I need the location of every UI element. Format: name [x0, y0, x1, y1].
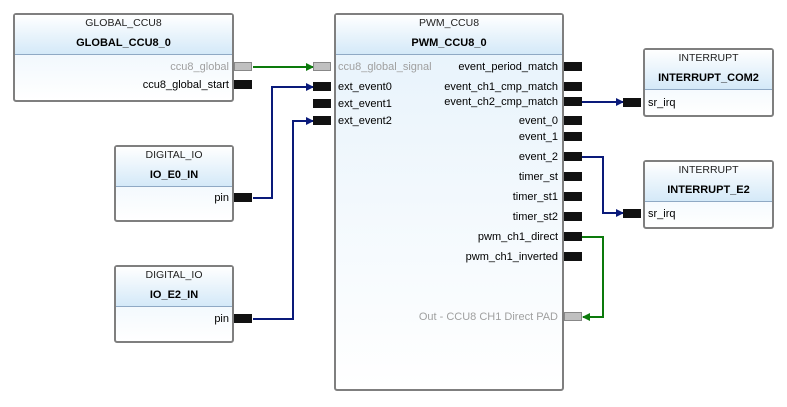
wire-io-e2-ext-event2	[253, 117, 314, 320]
port-label-ext-event2: ext_event2	[338, 115, 392, 127]
port-label-pwm-ch1-inverted: pwm_ch1_inverted	[465, 251, 558, 263]
port-label-event-ch1-cmp-match: event_ch1_cmp_match	[444, 81, 558, 93]
wire-pwm-ch1-direct-out-pad	[582, 236, 604, 321]
port-label-event-0: event_0	[518, 115, 558, 127]
port-label-sr-irq: sr_irq	[648, 97, 676, 109]
port-ccu8-global-signal[interactable]	[313, 62, 331, 71]
block-instance: PWM_CCU8_0	[411, 37, 487, 49]
port-label-timer-st1: timer_st1	[512, 191, 558, 203]
port-label-out-pad: Out - CCU8 CH1 Direct PAD	[418, 311, 558, 323]
port-ccu8-global[interactable]	[234, 62, 252, 71]
port-ext-event1[interactable]	[313, 99, 331, 108]
port-timer-st2[interactable]	[564, 212, 582, 221]
port-pwm-ch1-direct[interactable]	[564, 232, 582, 241]
block-type: INTERRUPT	[678, 164, 739, 176]
port-label-timer-st: timer_st	[518, 171, 558, 183]
block-type: INTERRUPT	[678, 52, 739, 64]
port-label-event-2: event_2	[518, 151, 558, 163]
block-header	[15, 15, 232, 55]
port-event-ch1-cmp-match[interactable]	[564, 82, 582, 91]
block-header	[336, 15, 562, 55]
block-header	[116, 267, 232, 307]
port-label-pin: pin	[214, 313, 229, 325]
port-label-pwm-ch1-direct: pwm_ch1_direct	[477, 231, 558, 243]
interrupt-e2-block[interactable]: INTERRUPT INTERRUPT_E2	[643, 160, 774, 229]
wire-event2-int-e2	[582, 156, 624, 217]
port-label-event-period-match: event_period_match	[458, 61, 558, 73]
port-label-pin: pin	[214, 192, 229, 204]
port-out-pad[interactable]	[564, 312, 582, 321]
wire-io-e0-ext-event0	[253, 83, 314, 199]
port-label-event-ch2-cmp-match: event_ch2_cmp_match	[444, 96, 558, 108]
port-event-2[interactable]	[564, 152, 582, 161]
port-ccu8-global-start[interactable]	[234, 80, 252, 89]
block-instance: GLOBAL_CCU8_0	[76, 37, 171, 49]
port-label-timer-st2: timer_st2	[512, 211, 558, 223]
port-label-sr-irq: sr_irq	[648, 208, 676, 220]
port-label-ccu8-global-signal: ccu8_global_signal	[338, 61, 432, 73]
port-pwm-ch1-inverted[interactable]	[564, 252, 582, 261]
port-ext-event0[interactable]	[313, 82, 331, 91]
block-instance: IO_E2_IN	[149, 289, 199, 301]
io-e2-in-block[interactable]: DIGITAL_IO IO_E2_IN	[114, 265, 234, 343]
global-ccu8-block[interactable]: GLOBAL_CCU8 GLOBAL_CCU8_0	[13, 13, 234, 102]
port-event-ch2-cmp-match[interactable]	[564, 97, 582, 106]
interrupt-com2-block[interactable]: INTERRUPT INTERRUPT_COM2	[643, 48, 774, 117]
port-label-ext-event1: ext_event1	[338, 98, 392, 110]
port-event-period-match[interactable]	[564, 62, 582, 71]
port-sr-irq[interactable]	[623, 209, 641, 218]
io-e0-in-block[interactable]: DIGITAL_IO IO_E0_IN	[114, 145, 234, 222]
block-instance: INTERRUPT_COM2	[658, 72, 759, 84]
port-ext-event2[interactable]	[313, 116, 331, 125]
block-header	[645, 50, 772, 90]
port-label-ccu8-global-start: ccu8_global_start	[142, 79, 229, 91]
port-timer-st1[interactable]	[564, 192, 582, 201]
port-pin[interactable]	[234, 193, 252, 202]
block-header	[116, 147, 232, 187]
port-timer-st[interactable]	[564, 172, 582, 181]
block-header	[645, 162, 772, 202]
block-instance: IO_E0_IN	[149, 169, 199, 181]
port-pin[interactable]	[234, 314, 252, 323]
block-type: GLOBAL_CCU8	[85, 17, 162, 29]
port-event-1[interactable]	[564, 132, 582, 141]
block-instance: INTERRUPT_E2	[667, 184, 750, 196]
port-label-ccu8-global: ccu8_global	[170, 61, 229, 73]
port-label-event-1: event_1	[518, 131, 558, 143]
port-sr-irq[interactable]	[623, 98, 641, 107]
port-event-0[interactable]	[564, 116, 582, 125]
block-type: DIGITAL_IO	[145, 269, 203, 281]
pwm-ccu8-block[interactable]: PWM_CCU8 PWM_CCU8_0	[334, 13, 564, 391]
block-type: PWM_CCU8	[418, 17, 480, 29]
port-label-ext-event0: ext_event0	[338, 81, 392, 93]
block-type: DIGITAL_IO	[145, 149, 203, 161]
